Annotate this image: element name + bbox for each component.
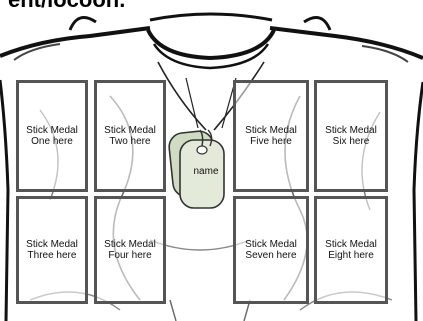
dog-tag-name-label[interactable]: name [188,166,224,177]
medal-label: Stick Medal Two here [97,125,163,147]
medal-label: Stick Medal Six here [317,125,385,147]
medal-label: Stick Medal Four here [97,239,163,261]
medal-slot-seven[interactable]: Stick Medal Seven here [233,196,309,304]
medal-slot-four[interactable]: Stick Medal Four here [94,196,166,304]
medal-label: Stick Medal Seven here [236,239,306,261]
medal-slot-three[interactable]: Stick Medal Three here [16,196,88,304]
medal-label: Stick Medal Five here [236,125,306,147]
medal-slot-two[interactable]: Stick Medal Two here [94,80,166,192]
medal-slot-five[interactable]: Stick Medal Five here [233,80,309,192]
medal-slot-six[interactable]: Stick Medal Six here [314,80,388,192]
medal-label: Stick Medal Eight here [317,239,385,261]
cutoff-header-text: ent/locoon. [8,0,125,13]
medal-slot-one[interactable]: Stick Medal One here [16,80,88,192]
medal-label: Stick Medal One here [19,125,85,147]
medal-label: Stick Medal Three here [19,239,85,261]
medal-slot-eight[interactable]: Stick Medal Eight here [314,196,388,304]
